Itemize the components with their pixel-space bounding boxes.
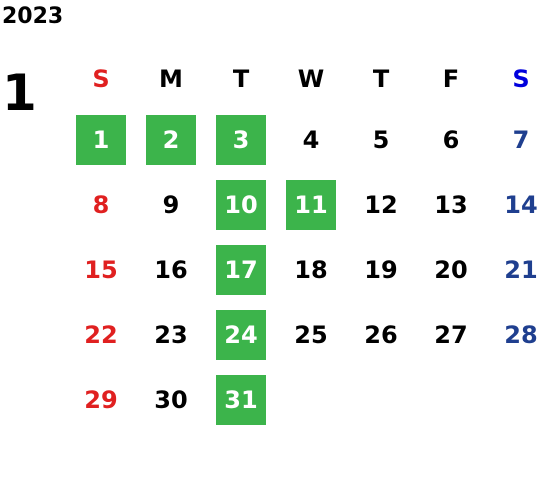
day-number: 14 (504, 190, 538, 219)
day-number: 30 (154, 385, 188, 414)
day-number: 7 (512, 125, 530, 154)
day-number: 10 (216, 179, 266, 230)
year-label: 2023 (2, 4, 64, 29)
day-number: 23 (154, 320, 188, 349)
day-cell[interactable]: 17 (206, 237, 276, 302)
day-number: 5 (372, 125, 390, 154)
day-cell[interactable]: 6 (416, 107, 486, 172)
day-number: 25 (294, 320, 328, 349)
day-cell[interactable]: 15 (66, 237, 136, 302)
day-cell[interactable]: 9 (136, 172, 206, 237)
day-cell[interactable]: 2 (136, 107, 206, 172)
day-cell[interactable]: 29 (66, 367, 136, 432)
day-cell[interactable]: 23 (136, 302, 206, 367)
weekday-header: T (232, 65, 250, 93)
day-number: 2 (146, 114, 196, 165)
month-number: 1 (2, 64, 37, 122)
day-number: 27 (434, 320, 468, 349)
day-cell[interactable]: 5 (346, 107, 416, 172)
day-number: 4 (302, 125, 320, 154)
weekday-header: S (512, 65, 530, 93)
day-cell[interactable]: 4 (276, 107, 346, 172)
day-cell[interactable]: 3 (206, 107, 276, 172)
day-cell[interactable]: 22 (66, 302, 136, 367)
day-cell[interactable]: 7 (486, 107, 548, 172)
day-number: 6 (442, 125, 460, 154)
day-number: 11 (286, 179, 336, 230)
day-cell[interactable]: 19 (346, 237, 416, 302)
day-number: 28 (504, 320, 538, 349)
day-number: 9 (162, 190, 180, 219)
day-number: 8 (92, 190, 110, 219)
day-number: 18 (294, 255, 328, 284)
day-cell[interactable]: 30 (136, 367, 206, 432)
day-number: 19 (364, 255, 398, 284)
weekday-header: M (159, 65, 183, 93)
day-number: 15 (84, 255, 118, 284)
day-number: 1 (76, 114, 126, 165)
day-number: 26 (364, 320, 398, 349)
day-number: 29 (84, 385, 118, 414)
day-number: 16 (154, 255, 188, 284)
day-cell[interactable]: 26 (346, 302, 416, 367)
day-number: 22 (84, 320, 118, 349)
day-cell[interactable]: 1 (66, 107, 136, 172)
day-cell[interactable]: 20 (416, 237, 486, 302)
day-number: 3 (216, 114, 266, 165)
day-cell[interactable]: 25 (276, 302, 346, 367)
day-number: 31 (216, 374, 266, 425)
day-number: 20 (434, 255, 468, 284)
weekday-header: S (92, 65, 110, 93)
day-cell[interactable]: 12 (346, 172, 416, 237)
day-cell[interactable]: 24 (206, 302, 276, 367)
day-cell[interactable]: 28 (486, 302, 548, 367)
day-cell[interactable]: 31 (206, 367, 276, 432)
weekday-header: T (372, 65, 390, 93)
day-number: 17 (216, 244, 266, 295)
day-cell[interactable]: 8 (66, 172, 136, 237)
weekday-header: W (297, 65, 325, 93)
day-cell[interactable]: 11 (276, 172, 346, 237)
day-cell[interactable]: 27 (416, 302, 486, 367)
day-cell[interactable]: 16 (136, 237, 206, 302)
day-number: 21 (504, 255, 538, 284)
day-number: 12 (364, 190, 398, 219)
day-number: 13 (434, 190, 468, 219)
day-number: 24 (216, 309, 266, 360)
day-cell[interactable]: 14 (486, 172, 548, 237)
day-cell[interactable]: 18 (276, 237, 346, 302)
weekday-header: F (442, 65, 460, 93)
day-cell[interactable]: 21 (486, 237, 548, 302)
day-cell[interactable]: 13 (416, 172, 486, 237)
day-cell[interactable]: 10 (206, 172, 276, 237)
